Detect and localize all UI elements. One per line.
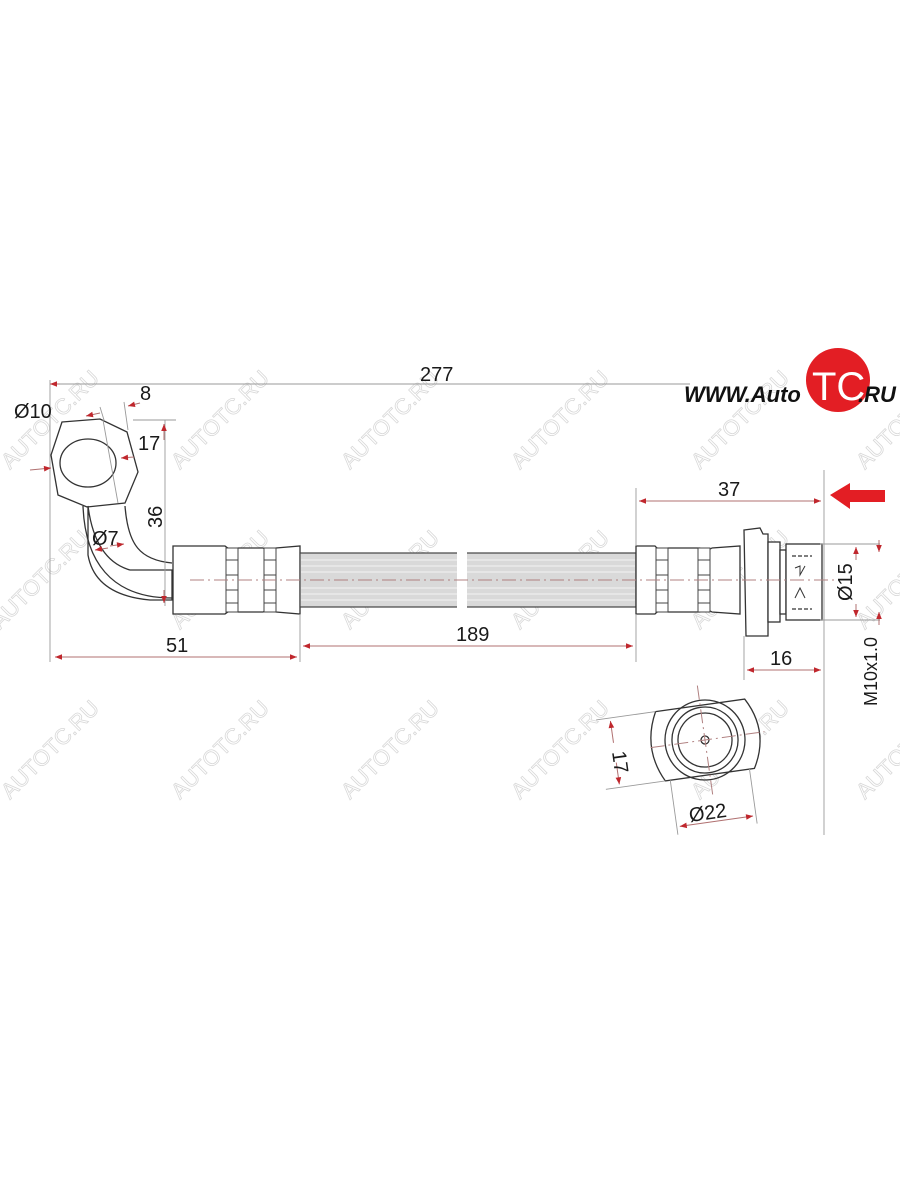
autotc-logo: WWW.Auto TC .RU xyxy=(684,348,897,412)
dim-thread-spec-label: M10x1.0 xyxy=(861,637,881,706)
dimension-right-end: 37 16 Ø15 M10x1.0 xyxy=(635,479,882,706)
dim-pipe-label: Ø7 xyxy=(92,528,119,550)
watermark: AUTOTC.RU xyxy=(851,695,900,803)
watermark: AUTOTC.RU xyxy=(336,695,444,803)
dim-hex-label: 17 xyxy=(138,433,160,455)
watermark: AUTOTC.RU xyxy=(0,695,104,803)
dim-thread-diameter-label: Ø15 xyxy=(835,563,857,601)
banjo-dimensions: Ø10 8 17 36 Ø7 xyxy=(14,383,176,606)
right-crimp-fitting xyxy=(635,527,823,637)
dim-277-label: 277 xyxy=(420,364,453,386)
dim-51-label: 51 xyxy=(166,635,188,657)
left-crimp-fitting xyxy=(172,545,301,615)
logo-badge-text: TC xyxy=(812,365,865,409)
logo-suffix: .RU xyxy=(858,382,897,407)
watermark: AUTOTC.RU xyxy=(166,695,274,803)
watermark: AUTOTC.RU xyxy=(851,525,900,633)
dimension-lengths-bottom: 51 189 xyxy=(55,614,637,662)
dim-end-collar-label: Ø22 xyxy=(688,800,729,827)
dim-thickness-label: 8 xyxy=(140,383,151,405)
watermark: AUTOTC.RU xyxy=(0,525,94,633)
end-view xyxy=(596,685,765,835)
dim-end-hex-label: 17 xyxy=(607,750,632,775)
watermark: AUTOTC.RU xyxy=(506,365,614,473)
watermark: AUTOTC.RU xyxy=(166,365,274,473)
logo-badge-circle xyxy=(806,348,870,412)
dim-37-label: 37 xyxy=(718,479,740,501)
direction-arrow-icon xyxy=(830,483,885,509)
logo-prefix: WWW.Auto xyxy=(684,382,801,407)
dim-drop-label: 36 xyxy=(145,506,167,528)
dim-16-label: 16 xyxy=(770,648,792,670)
banjo-fitting xyxy=(50,418,173,601)
dimension-overall-length: 277 xyxy=(49,364,690,662)
watermark: AUTOTC.RU xyxy=(506,695,614,803)
dim-189-label: 189 xyxy=(456,624,489,646)
dim-bore-label: Ø10 xyxy=(14,401,52,423)
